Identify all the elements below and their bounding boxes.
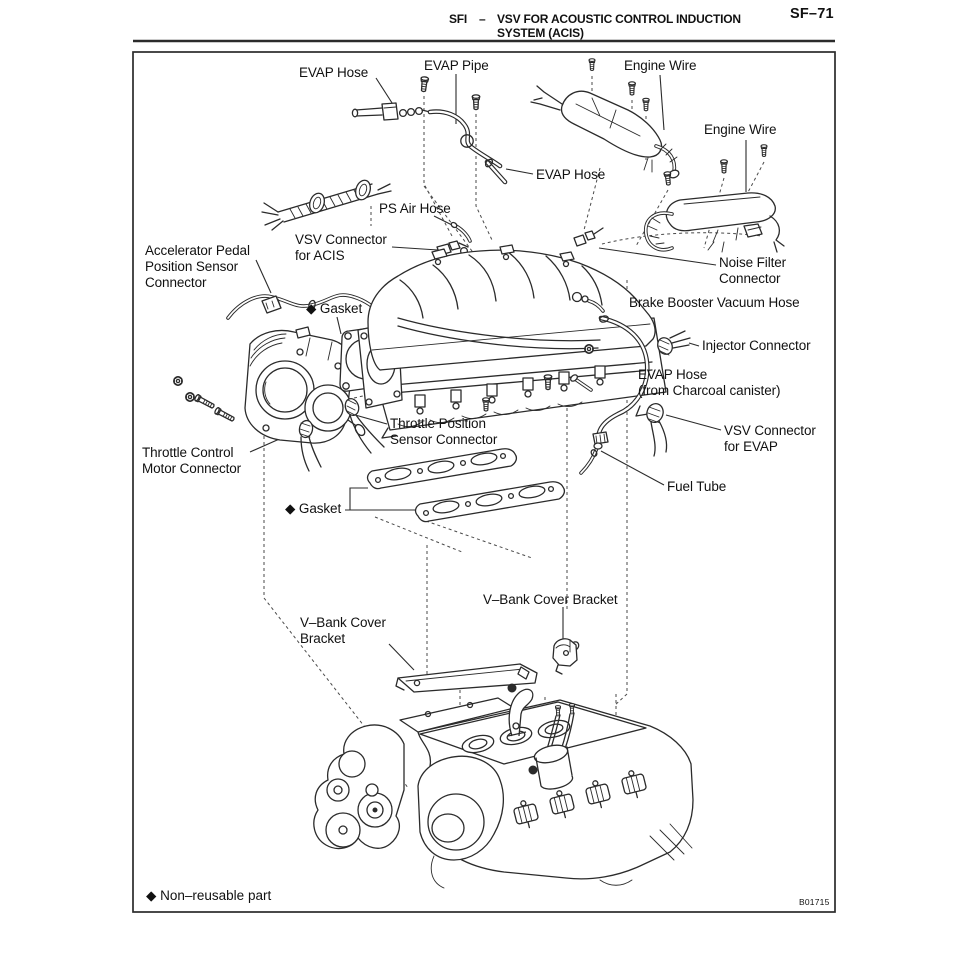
- vbank-bracket-flat-drawing: [395, 663, 538, 693]
- brake-booster-fitting-drawing: [571, 291, 605, 313]
- label-throttle-control-connector: Throttle Control Motor Connector: [142, 445, 242, 477]
- label-engine-wire-upper: Engine Wire: [624, 58, 697, 73]
- wire-harness-braid-drawing: [261, 179, 392, 231]
- noise-filter-connector-drawing: [573, 227, 604, 247]
- label-vbank-bracket-right: V–Bank Cover Bracket: [483, 592, 618, 607]
- label-ps-air-hose: PS Air Hose: [379, 201, 451, 216]
- label-throttle-position-connector: Throttle Position Sensor Connector: [390, 416, 498, 448]
- header-section: SFI: [449, 12, 468, 26]
- label-engine-wire-lower: Engine Wire: [704, 122, 777, 137]
- ps-air-hose-drawing: [450, 221, 472, 243]
- throttle-control-connector-drawing: [298, 419, 322, 472]
- label-evap-hose-charcoal: EVAP Hose (from Charcoal canister): [638, 367, 781, 399]
- fuel-tube-drawing: [579, 442, 603, 475]
- label-evap-hose-mid: EVAP Hose: [536, 167, 606, 182]
- throttle-body-drawing: [244, 326, 366, 444]
- label-noise-filter-connector: Noise Filter Connector: [719, 255, 787, 287]
- intake-manifold-drawing: [357, 244, 667, 439]
- label-vsv-connector-acis: VSV Connector for ACIS: [295, 232, 387, 264]
- engine-wire-lower-drawing: [644, 192, 785, 253]
- figure-border: [132, 51, 836, 913]
- non-reusable-footnote: ◆ Non–reusable part: [146, 888, 272, 903]
- header-separator: –: [479, 12, 486, 26]
- label-brake-booster-hose: Brake Booster Vacuum Hose: [629, 295, 800, 310]
- label-gasket-upper: ◆ Gasket: [306, 301, 363, 316]
- label-gasket-lower: ◆ Gasket: [285, 501, 342, 516]
- engine-block-drawing: [313, 683, 694, 889]
- evap-hose-charcoal-drawing: [569, 315, 650, 445]
- manifold-gasket-strips-drawing: [366, 448, 566, 523]
- label-vbank-bracket-left: V–Bank Cover Bracket: [300, 615, 386, 647]
- page-number: SF–71: [790, 6, 834, 22]
- label-evap-pipe: EVAP Pipe: [424, 58, 489, 73]
- throttle-position-connector-drawing: [344, 398, 385, 454]
- drawing-code: B01715: [799, 897, 830, 907]
- label-injector-connector: Injector Connector: [702, 338, 811, 353]
- label-fuel-tube: Fuel Tube: [667, 479, 727, 494]
- label-vsv-connector-evap: VSV Connector for EVAP: [724, 423, 816, 455]
- evap-pipe-drawing: [351, 102, 508, 185]
- label-evap-hose-top: EVAP Hose: [299, 65, 369, 80]
- header-title: VSV FOR ACOUSTIC CONTROL INDUCTION SYSTE…: [497, 12, 741, 41]
- injector-connector-drawing: [657, 330, 691, 356]
- vsv-evap-connector-drawing: [646, 402, 668, 457]
- label-accelerator-pedal-connector: Accelerator Pedal Position Sensor Connec…: [145, 243, 250, 291]
- engine-wire-upper-drawing: [530, 85, 680, 179]
- vbank-bracket-small-drawing: [552, 638, 580, 675]
